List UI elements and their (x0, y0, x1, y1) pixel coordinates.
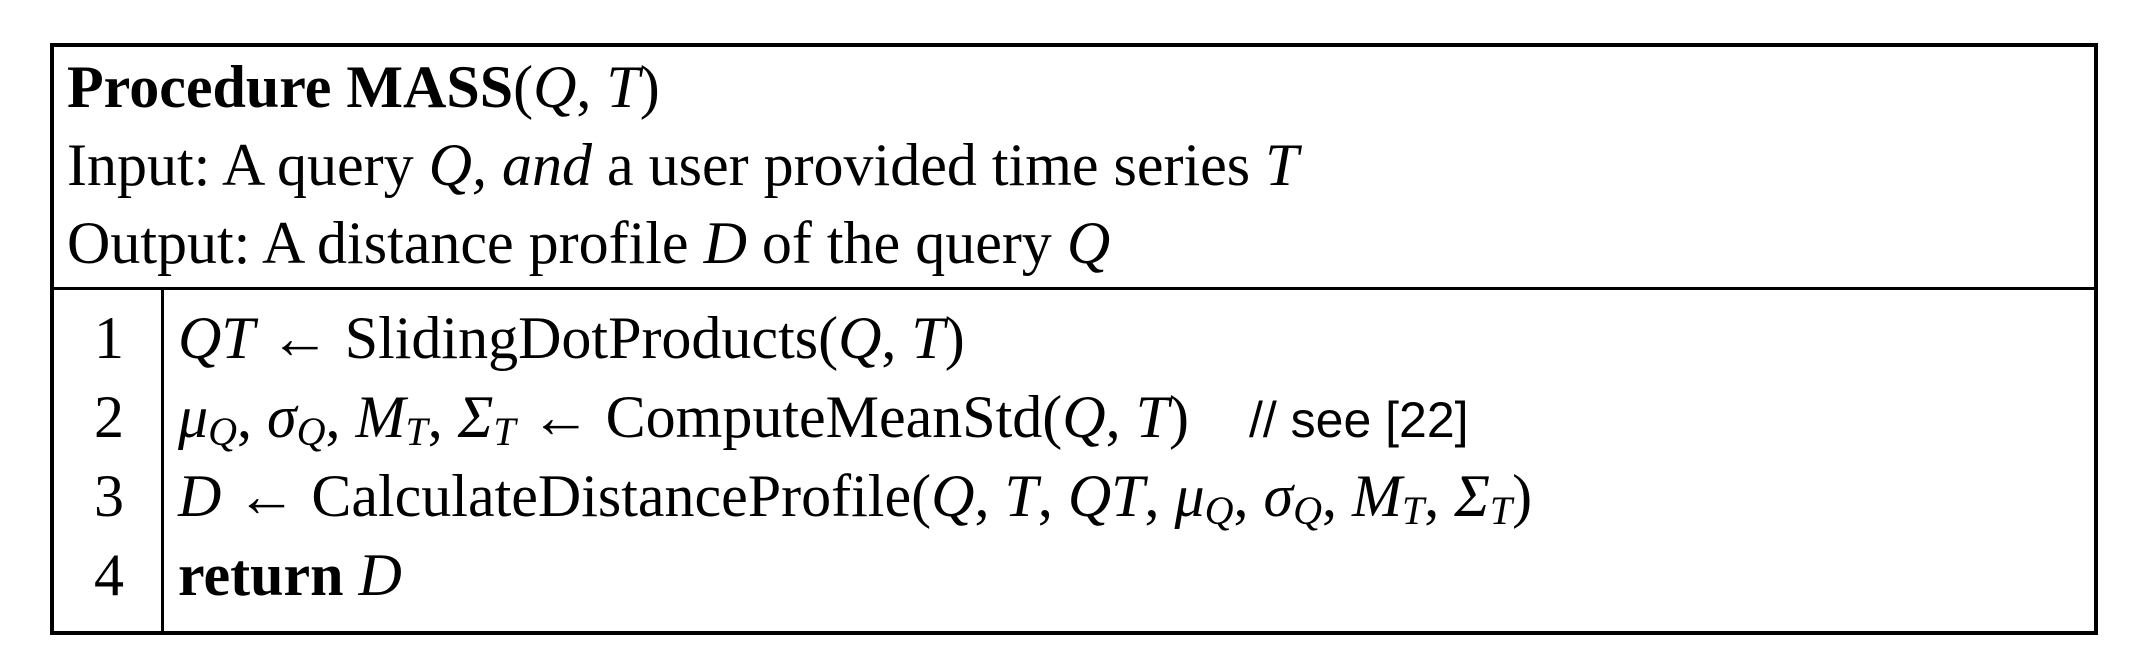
code-line-1: QT ← SlidingDotProducts(Q, T) (178, 305, 965, 371)
assign-arrow: ← (530, 384, 591, 450)
input-rest: a user provided time series (606, 132, 1251, 198)
procedure-signature: Procedure MASS(Q, T) (67, 54, 660, 120)
line-number: 4 (94, 542, 124, 608)
algorithm-box: Procedure MASS(Q, T) Input: A query Q, a… (50, 43, 2098, 635)
arg-mu-subscript: Q (1204, 488, 1234, 533)
func-compute-mean-std: ComputeMeanStd (605, 384, 1043, 450)
procedure-param-q: Q (533, 54, 577, 120)
return-var: D (358, 542, 402, 608)
arg-qt: QT (1067, 463, 1145, 529)
procedure-param-t: T (606, 54, 640, 120)
procedure-name: MASS (346, 54, 514, 120)
input-query-var: Q (428, 132, 472, 198)
arg-m: M (1352, 463, 1402, 529)
mu-symbol: μ (178, 384, 209, 450)
reference-comment: // see [22] (1248, 392, 1469, 448)
arg-t: T (1004, 463, 1038, 529)
code-line-2: μQ, σQ, MT, ΣT ← ComputeMeanStd(Q, T)// … (178, 384, 1469, 454)
output-profile-var: D (703, 210, 747, 276)
assign-arrow: ← (269, 305, 330, 371)
arg-q: Q (931, 463, 975, 529)
qt-var: QT (178, 305, 255, 371)
sigma-symbol: σ (267, 384, 297, 450)
arg-big-sigma: Σ (1454, 463, 1490, 529)
code-line-4: return D (178, 540, 402, 610)
mu-subscript: Q (208, 409, 238, 454)
line-number: 1 (94, 305, 124, 371)
m-symbol: M (355, 384, 406, 450)
m-subscript: T (405, 409, 428, 454)
return-keyword: return (178, 542, 344, 608)
assign-arrow: ← (236, 463, 297, 529)
arg-sigma: σ (1263, 463, 1294, 529)
code-line-3: D ← CalculateDistanceProfile(Q, T, QT, μ… (178, 463, 1533, 533)
output-middle: of the query (761, 210, 1052, 276)
sigma-subscript: Q (296, 409, 326, 454)
input-label: Input: A query (67, 132, 414, 198)
arg-m-subscript: T (1402, 488, 1425, 533)
output-query-var: Q (1066, 210, 1111, 276)
input-series-var: T (1265, 132, 1299, 198)
arg-sigma-subscript: Q (1293, 488, 1323, 533)
line-number: 2 (94, 384, 124, 450)
arg-q: Q (1062, 384, 1106, 450)
big-sigma-symbol: Σ (457, 384, 494, 450)
input-and-text: , and (471, 132, 592, 198)
output-line: Output: A distance profile D of the quer… (67, 208, 1110, 278)
arg-mu: μ (1174, 463, 1205, 529)
arg-q: Q (838, 305, 882, 371)
func-sliding-dot-products: SlidingDotProducts (344, 305, 819, 371)
d-var: D (178, 463, 222, 529)
arg-t: T (911, 305, 945, 371)
line-number-column: 1 2 3 4 (54, 290, 164, 631)
output-label: Output: A distance profile (67, 210, 689, 276)
arg-big-sigma-subscript: T (1489, 488, 1513, 533)
line-number: 3 (94, 463, 124, 529)
func-calculate-distance-profile: CalculateDistanceProfile (311, 463, 912, 529)
arg-t: T (1135, 384, 1169, 450)
procedure-keyword: Procedure (67, 54, 332, 120)
big-sigma-subscript: T (493, 409, 516, 454)
input-line: Input: A query Q, and a user provided ti… (67, 130, 1298, 200)
algorithm-body: 1 2 3 4 QT ← SlidingDotProducts(Q, T) μQ… (54, 290, 2094, 631)
algorithm-header: Procedure MASS(Q, T) Input: A query Q, a… (54, 47, 2094, 290)
